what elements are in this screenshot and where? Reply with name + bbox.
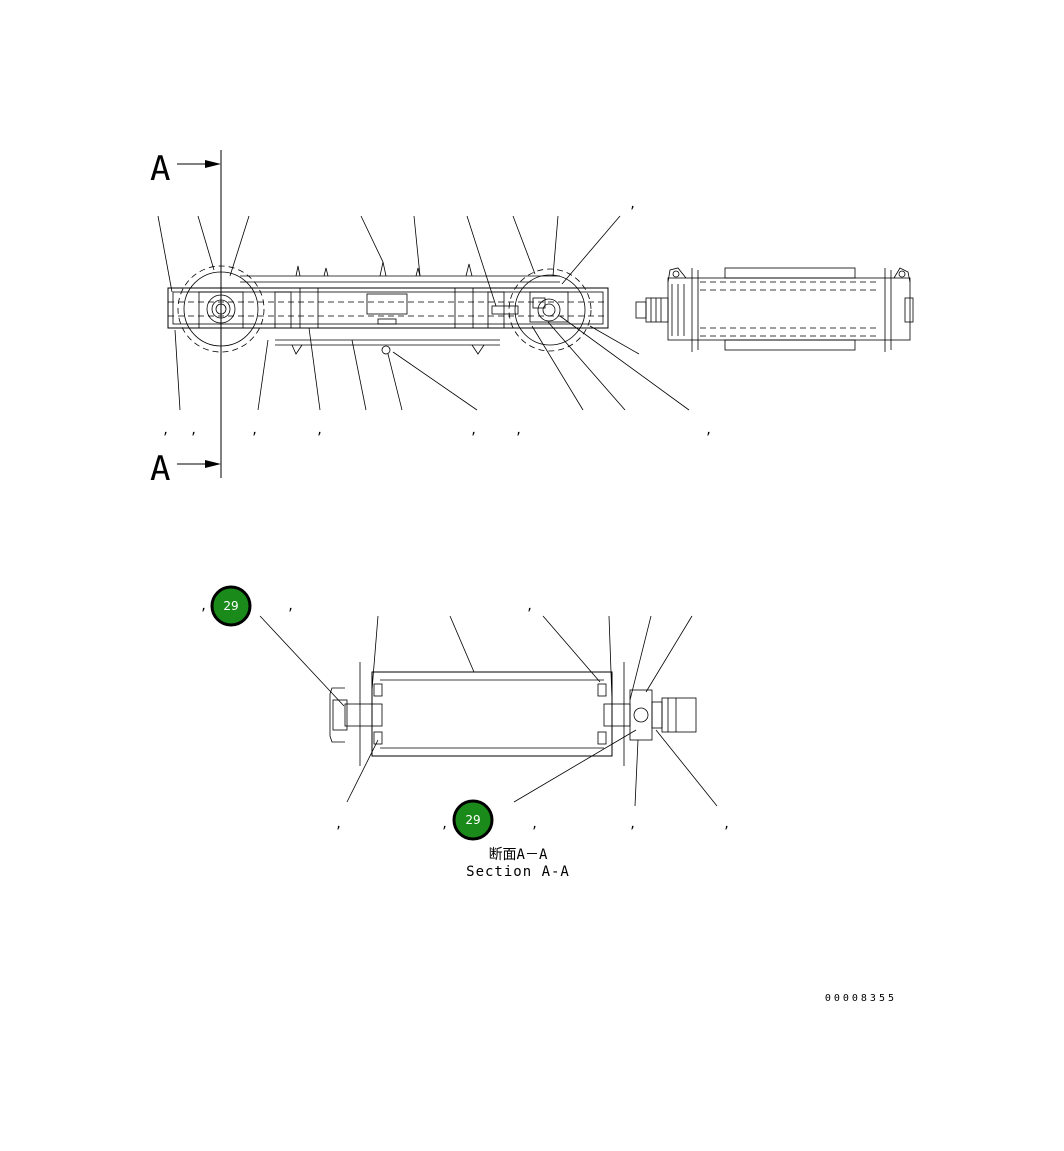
svg-text:,: , bbox=[526, 599, 533, 613]
svg-text:,: , bbox=[470, 423, 477, 437]
svg-text:,: , bbox=[441, 817, 448, 831]
drawing-number: 00008355 bbox=[825, 993, 897, 1004]
section-title-jp: 断面A－A bbox=[489, 847, 548, 863]
svg-text:,: , bbox=[629, 817, 636, 831]
svg-text:,: , bbox=[287, 599, 294, 613]
svg-text:,: , bbox=[251, 423, 258, 437]
svg-text:,: , bbox=[531, 817, 538, 831]
svg-text:,: , bbox=[190, 423, 197, 437]
svg-text:,: , bbox=[705, 423, 712, 437]
callout-badge-label: 29 bbox=[223, 599, 238, 613]
conveyor-top-view: , , , , , , , , bbox=[157, 197, 712, 437]
svg-text:,: , bbox=[200, 599, 207, 613]
svg-text:,: , bbox=[515, 423, 522, 437]
svg-text:,: , bbox=[316, 423, 323, 437]
callout-badge-29-top[interactable]: 29 bbox=[210, 585, 252, 627]
svg-text:,: , bbox=[629, 197, 636, 211]
section-a-a-view: , , , , , , , , bbox=[200, 599, 730, 831]
section-marker-top: A bbox=[150, 149, 170, 189]
section-marker-bottom: A bbox=[150, 449, 170, 489]
callout-badge-label: 29 bbox=[465, 813, 480, 827]
section-title-en: Section A-A bbox=[466, 864, 570, 880]
svg-text:,: , bbox=[723, 817, 730, 831]
conveyor-side-view bbox=[635, 267, 914, 352]
svg-text:,: , bbox=[162, 423, 169, 437]
callout-badge-29-bottom[interactable]: 29 bbox=[452, 799, 494, 841]
svg-text:,: , bbox=[335, 817, 342, 831]
